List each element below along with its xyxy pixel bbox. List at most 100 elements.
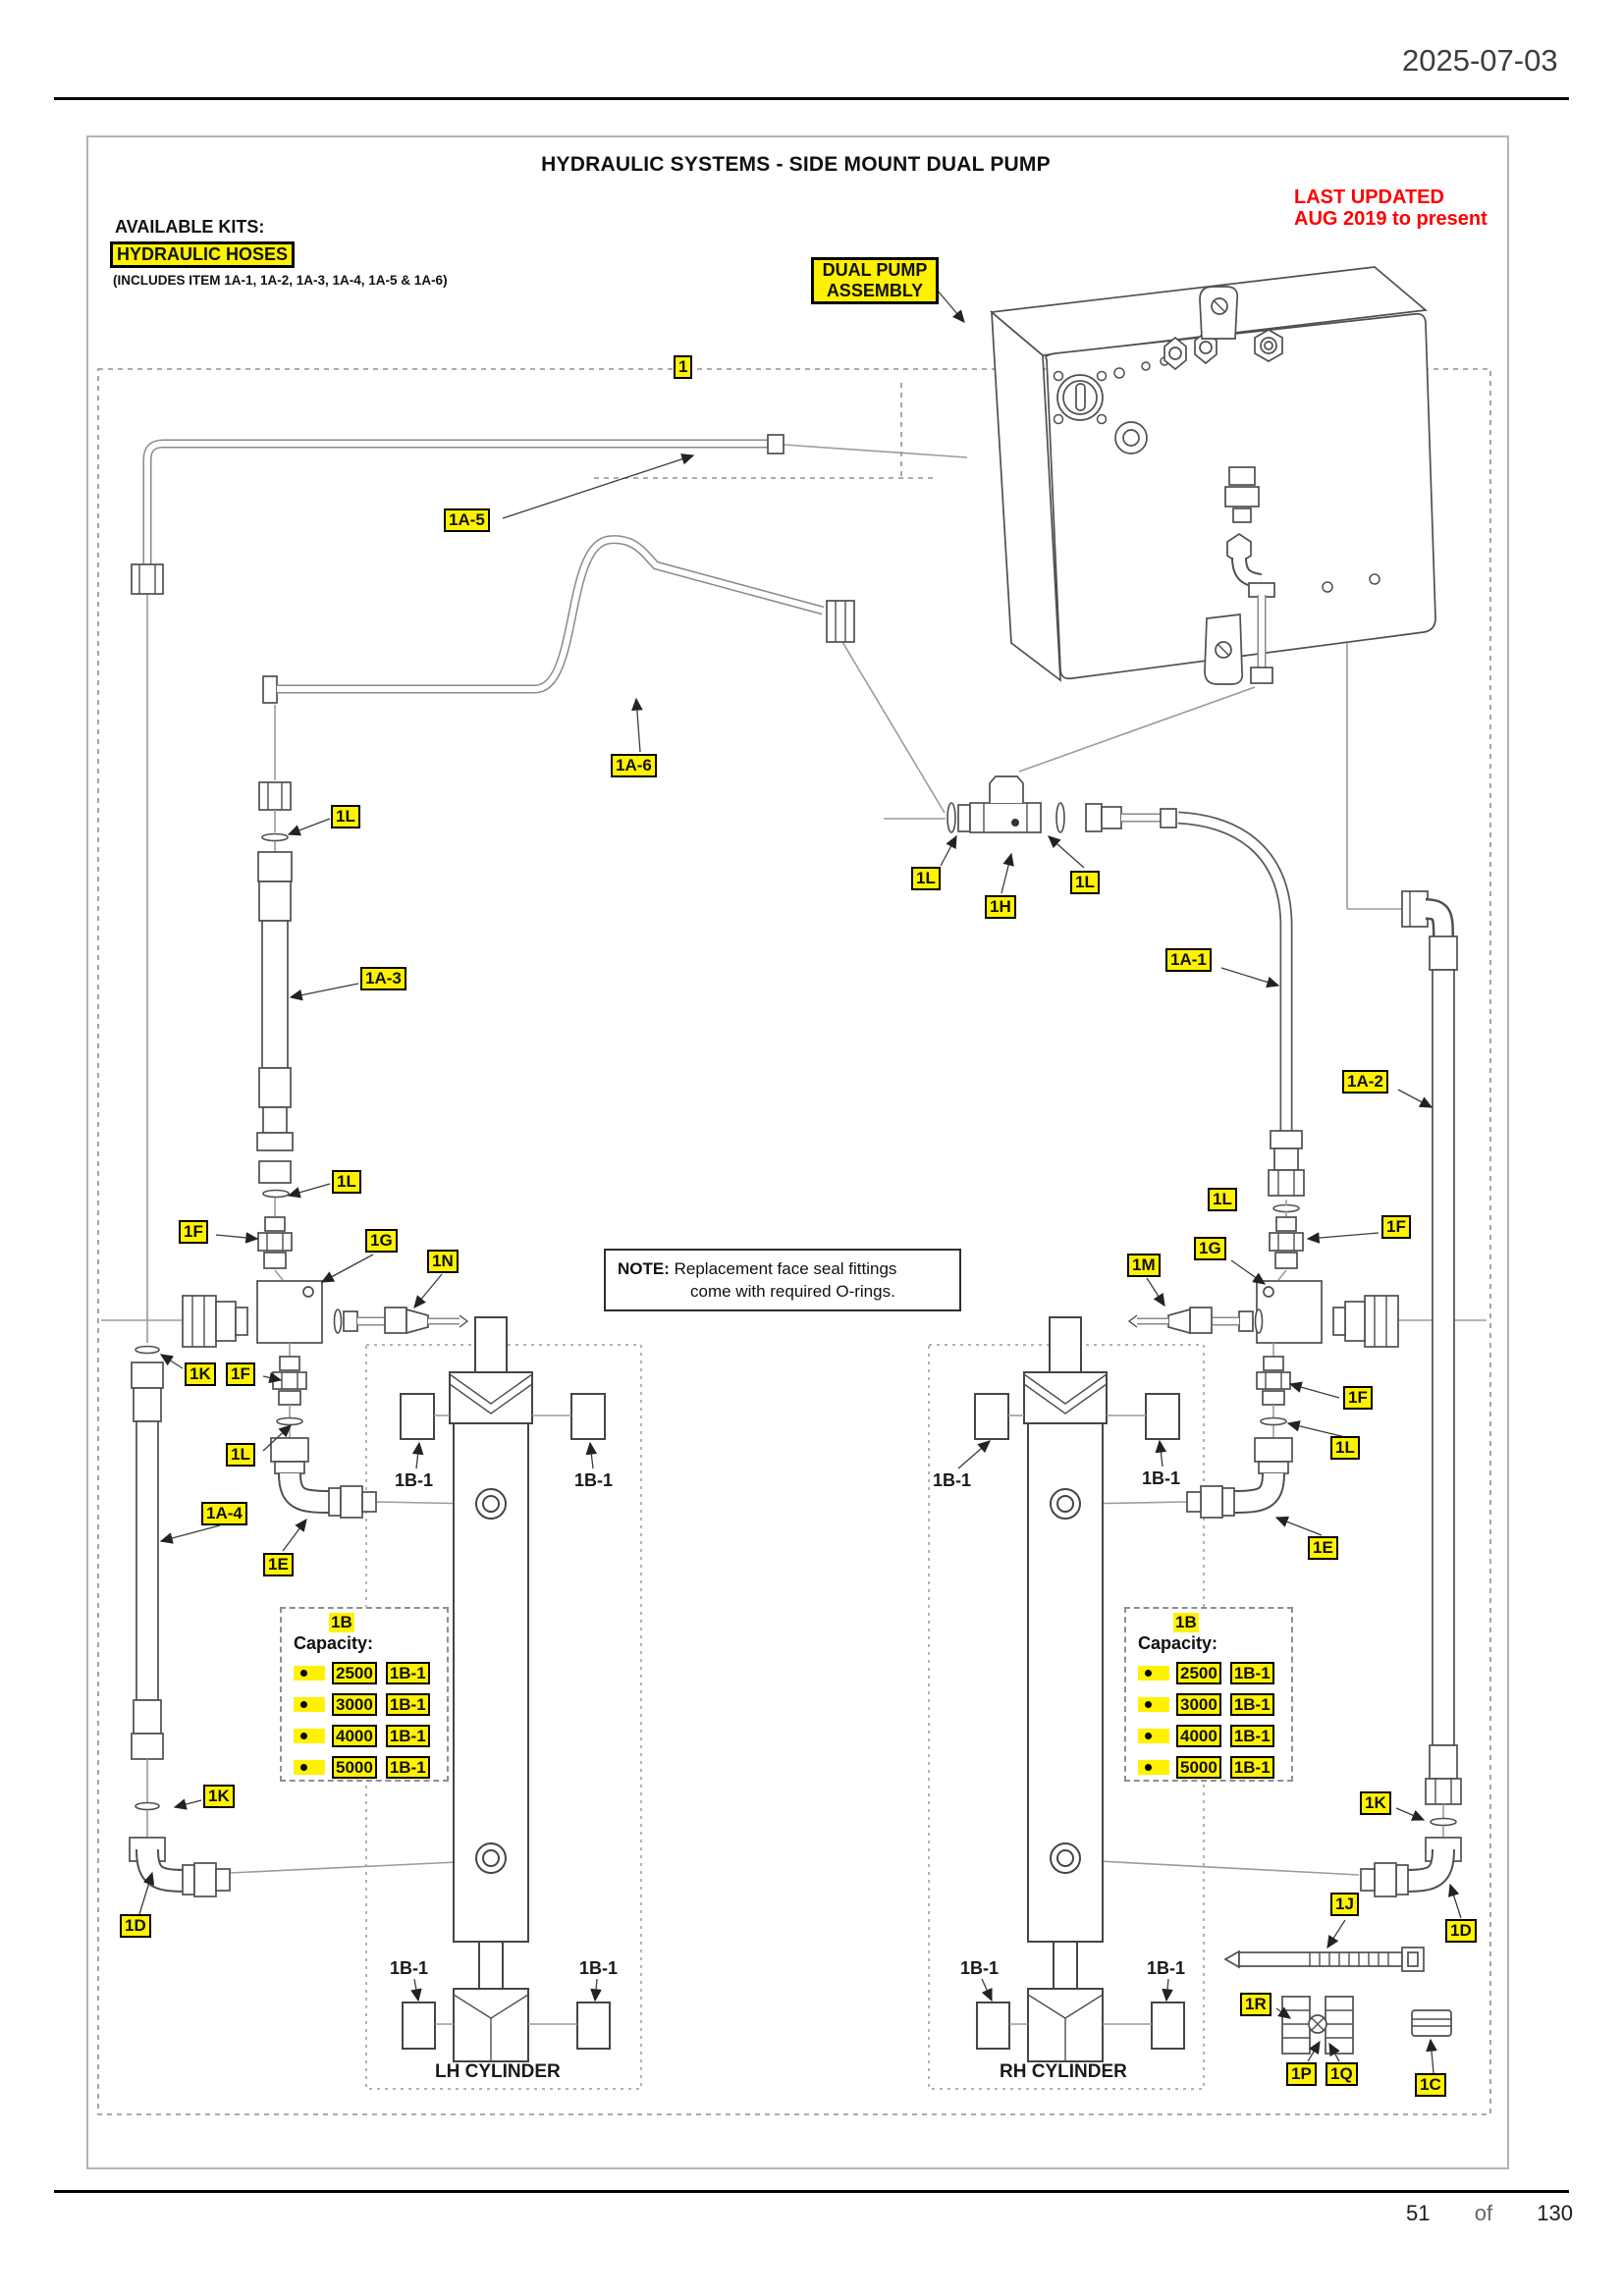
- callout-1f-left-top: 1F: [179, 1220, 208, 1244]
- callout-1k-right: 1K: [1360, 1791, 1391, 1815]
- capacity-heading-lh: Capacity:: [294, 1633, 374, 1653]
- lh-cylinder-title: LH CYLINDER: [435, 2061, 561, 2082]
- capacity-kit-label-lh: 1B: [329, 1613, 354, 1632]
- tee-fitting-1h: [947, 775, 1177, 833]
- callout-1a2: 1A-2: [1342, 1070, 1388, 1094]
- available-kits-heading: AVAILABLE KITS:: [115, 217, 265, 237]
- hose-1a1: [1177, 811, 1305, 1197]
- bullet-icon: [294, 1760, 325, 1775]
- callout-1l-tee-left: 1L: [911, 867, 941, 890]
- top-rule: [54, 97, 1569, 100]
- bullet-icon: [294, 1729, 325, 1743]
- dual-pump-assembly-drawing: [989, 266, 1436, 685]
- capacity-kit-ref: 1B-1: [1229, 1662, 1274, 1684]
- capacity-value: 4000: [1176, 1725, 1221, 1747]
- capacity-value: 3000: [1176, 1693, 1221, 1716]
- callout-1m: 1M: [1127, 1254, 1161, 1277]
- callout-1f-right-top: 1F: [1381, 1215, 1411, 1239]
- callout-1q: 1Q: [1325, 2062, 1358, 2086]
- leader-arrows: [138, 289, 1462, 2074]
- hose-1a4-and-elbow: [129, 1345, 231, 1897]
- callout-1a5: 1A-5: [444, 508, 490, 532]
- capacity-kit-ref: 1B-1: [385, 1662, 430, 1684]
- sleeve-1c: [1411, 2009, 1452, 2037]
- footer-of-text: of: [1474, 2201, 1493, 2225]
- callout-1l-tee-right: 1L: [1070, 871, 1100, 894]
- bullet-icon: [1138, 1697, 1169, 1712]
- label-1b1-rh-top-right: 1B-1: [1142, 1468, 1181, 1488]
- capacity-kit-ref: 1B-1: [385, 1725, 430, 1747]
- callout-kit-1: 1: [674, 355, 693, 379]
- hose-1a5: [131, 434, 784, 595]
- capacity-heading-rh: Capacity:: [1138, 1633, 1218, 1653]
- callout-1g-right: 1G: [1194, 1237, 1226, 1260]
- capacity-kit-label-rh: 1B: [1173, 1613, 1199, 1632]
- footer-total-pages: 130: [1537, 2201, 1573, 2225]
- last-updated-note: LAST UPDATED AUG 2019 to present: [1294, 187, 1488, 230]
- callout-1l-left-low: 1L: [226, 1443, 255, 1467]
- note-label: NOTE:: [618, 1259, 670, 1278]
- callout-1e-right: 1E: [1308, 1536, 1338, 1560]
- last-updated-line2: AUG 2019 to present: [1294, 208, 1488, 230]
- bullet-icon: [294, 1666, 325, 1681]
- dual-pump-assembly-line1: DUAL PUMP: [822, 260, 928, 280]
- note-text1: Replacement face seal fittings: [674, 1259, 897, 1278]
- callout-1l-left-mid: 1L: [332, 1170, 361, 1194]
- label-1b1-rh-top-left: 1B-1: [933, 1470, 972, 1490]
- bottom-rule: [54, 2190, 1569, 2193]
- page-date: 2025-07-03: [1402, 43, 1558, 78]
- page-footer: 51 of 130: [1406, 2201, 1573, 2226]
- callout-1j: 1J: [1330, 1893, 1359, 1916]
- callout-1g-left: 1G: [365, 1229, 398, 1253]
- kit-boundary-dashed: [97, 368, 1491, 2115]
- bullet-icon: [1138, 1729, 1169, 1743]
- cable-tie-1j: [1223, 1947, 1425, 1972]
- capacity-row: 2500 1B-1: [294, 1661, 447, 1685]
- kit-includes-note: (INCLUDES ITEM 1A-1, 1A-2, 1A-3, 1A-4, 1…: [113, 273, 448, 288]
- callout-1d-right: 1D: [1445, 1919, 1477, 1943]
- left-fitting-column: [182, 705, 469, 1519]
- last-updated-line1: LAST UPDATED: [1294, 187, 1444, 208]
- rh-cylinder-drawing: [974, 1316, 1185, 2062]
- note-box: NOTE: Replacement face seal fittings com…: [604, 1249, 961, 1311]
- callout-1d-left: 1D: [120, 1914, 151, 1938]
- callout-1k-left-bottom: 1K: [203, 1785, 235, 1808]
- capacity-value: 5000: [332, 1756, 377, 1779]
- callout-1a4: 1A-4: [201, 1502, 247, 1525]
- hose-1a2: [1401, 890, 1462, 1838]
- callout-1l-right-low: 1L: [1330, 1436, 1360, 1460]
- label-1b1-rh-bottom-left: 1B-1: [960, 1958, 1000, 1978]
- kit-name-highlight: HYDRAULIC HOSES: [110, 241, 296, 268]
- bullet-icon: [294, 1697, 325, 1712]
- capacity-kit-ref: 1B-1: [1229, 1756, 1274, 1779]
- page-title: HYDRAULIC SYSTEMS - SIDE MOUNT DUAL PUMP: [541, 153, 1051, 176]
- note-text2: come with required O-rings.: [690, 1282, 895, 1301]
- capacity-value: 4000: [332, 1725, 377, 1747]
- capacity-value: 2500: [1176, 1662, 1221, 1684]
- capacity-row: 4000 1B-1: [294, 1724, 447, 1748]
- diagram-frame: [86, 135, 1509, 2169]
- lh-cylinder-drawing: [400, 1316, 611, 2062]
- callout-1a1: 1A-1: [1165, 948, 1212, 972]
- label-1b1-rh-bottom-right: 1B-1: [1147, 1958, 1186, 1978]
- callout-1l-right-mid: 1L: [1208, 1188, 1237, 1211]
- label-1b1-lh-bottom-right: 1B-1: [579, 1958, 619, 1978]
- capacity-value: 2500: [332, 1662, 377, 1684]
- capacity-row: 2500 1B-1: [1138, 1661, 1291, 1685]
- bullet-icon: [1138, 1760, 1169, 1775]
- capacity-value: 3000: [332, 1693, 377, 1716]
- callout-1a3: 1A-3: [360, 967, 406, 990]
- callout-1r: 1R: [1240, 1993, 1271, 2016]
- label-1b1-lh-top-left: 1B-1: [395, 1470, 434, 1490]
- callout-1n: 1N: [427, 1250, 459, 1273]
- connector-lines: [101, 444, 1487, 1876]
